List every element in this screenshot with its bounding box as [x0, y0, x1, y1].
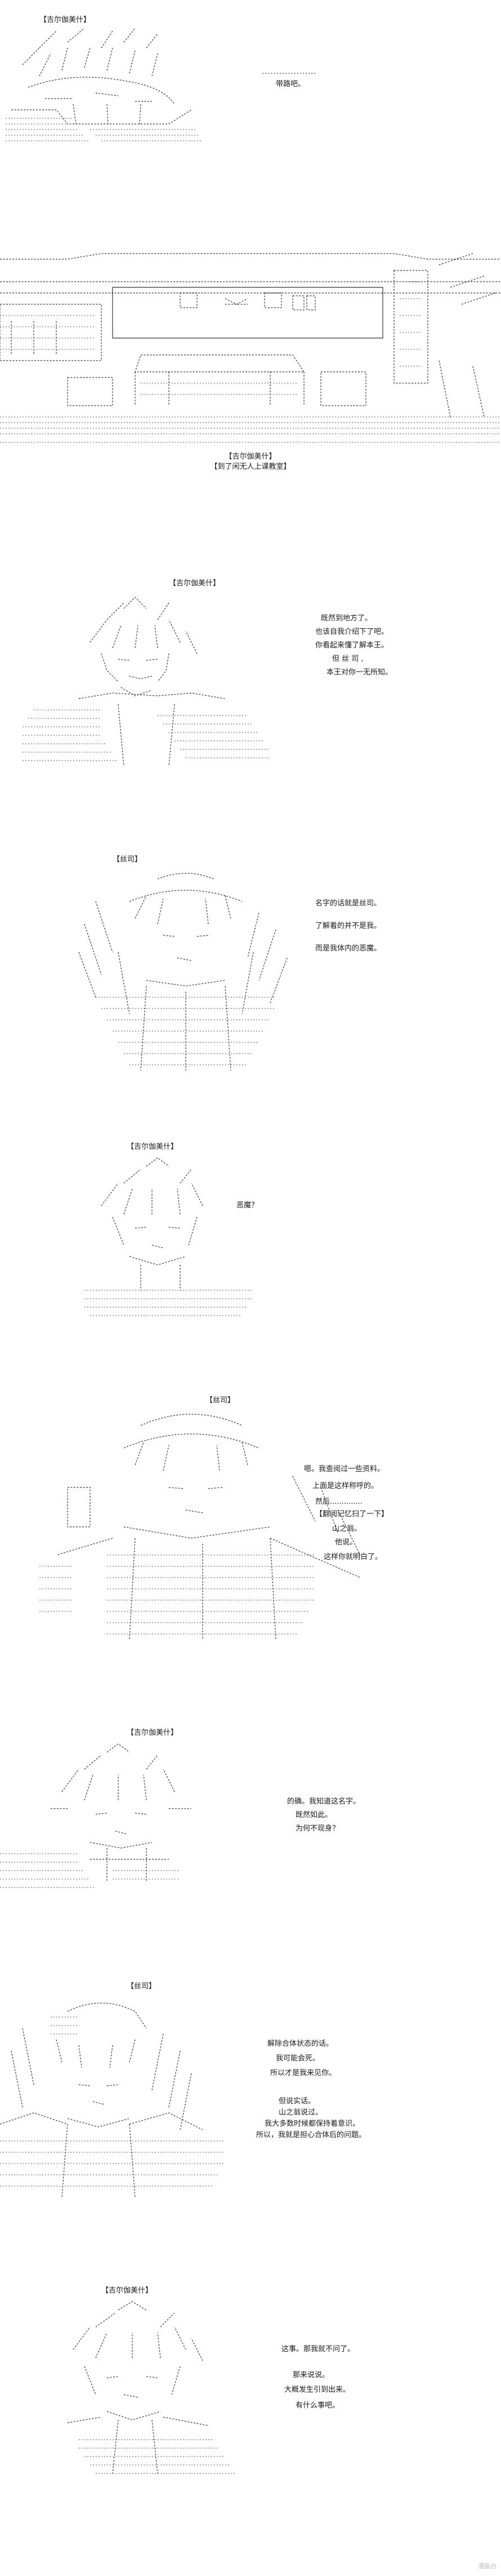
dialogue-line: 大概发生引到出来。: [284, 2386, 351, 2394]
speaker-tag: 【丝司】: [127, 1982, 156, 1991]
dialogue-line: 这事。那我就不问了。: [281, 2345, 355, 2353]
character-art-gilgamesh: [0, 1743, 248, 1904]
dialogue-panel: 【丝司】 嗯。我查阅过一些资料。 上面是这样称呼的。 然后...........…: [0, 1392, 501, 1651]
dialogue-line: 你看起来懂了解本王。: [315, 641, 389, 650]
character-art-sishi: [23, 1409, 383, 1645]
dialogue-panel: 【丝司】 解除合体状态的话。 我可能会死。 所以才是我来见你。 但说实话。 山之…: [0, 1978, 501, 2214]
dialogue-line: 而是我体内的恶魔。: [315, 944, 382, 953]
scene-caption-line: 【到了闲无人上课教室】: [210, 463, 291, 471]
dialogue-line: 【翻阅记忆扫了一下】: [315, 1510, 389, 1518]
character-art-sishi: [0, 1995, 248, 2198]
scene-intro: 【吉尔伽美什】 ................... 带路吧。: [0, 0, 501, 146]
dialogue-line: 他说。: [335, 1538, 357, 1547]
dialogue-line: 名字的话就是丝司。: [315, 899, 382, 908]
speaker-tag: 【吉尔伽美什】: [101, 2286, 153, 2295]
dialogue-line: 恶魔？: [236, 1201, 259, 1210]
speaker-tag: 【吉尔伽美什】: [127, 1729, 178, 1737]
dialogue-line: 也该自我介绍下了吧。: [315, 628, 389, 636]
dialogue-line: 我大多数时候都保持着意识。: [265, 2120, 360, 2128]
speaker-tag: 【吉尔伽美什】: [169, 579, 221, 588]
dialogue-line: 了解着的并不是我。: [315, 922, 382, 930]
dialogue-panel: 【丝司】 名字的话就是丝司。 了解着的并不是我。 而是我体内的恶魔。: [0, 851, 501, 1087]
site-watermark: 漫画台: [478, 2562, 496, 2570]
dialogue-line: 嗯。我查阅过一些资料。: [304, 1465, 385, 1473]
character-art-gilgamesh: [23, 597, 270, 767]
dialogue-panel: 【吉尔伽美什】 这事。那我就不问了。 那来说说。 大概发生引到出来。 有什么事吧…: [0, 2282, 501, 2552]
dialogue-line: 但 丝 司 ,: [332, 655, 364, 663]
dialogue-line: 的确。我知道这名字。: [287, 1797, 361, 1806]
dialogue-panel: 【吉尔伽美什】 的确。我知道这名字。 既然如此。 为何不现身？: [0, 1724, 501, 1916]
dialogue-line: 本王对你一无所知。: [326, 668, 393, 677]
character-art-gilgamesh-back: [6, 25, 208, 144]
dialogue-panel: 【吉尔伽美什】 恶魔？: [0, 1138, 501, 1341]
speaker-tag: 【丝司】: [205, 1396, 235, 1405]
dialogue-line: 所以，我就是担心合体后的问题。: [256, 2131, 366, 2139]
dialogue-line: 解除合体状态的话。: [267, 2040, 334, 2048]
dialogue-line: 有什么事吧。: [296, 2401, 340, 2410]
scene-caption-speaker: 【吉尔伽美什】: [225, 452, 276, 461]
speaker-tag: 【丝司】: [113, 855, 142, 864]
scene-classroom: 【吉尔伽美什】 【到了闲无人上课教室】: [0, 248, 501, 485]
dialogue-line: 但说实话。: [279, 2097, 316, 2106]
dialogue-line: 上面是这样称呼的。: [312, 1482, 379, 1490]
speaker-tag: 【吉尔伽美什】: [127, 1143, 178, 1151]
dialogue-line: 所以才是我来见你。: [270, 2069, 337, 2077]
dialogue-panel: 【吉尔伽美什】 既然到地方了。 也该自我介绍下了吧。 你看起来懂了解本王。 但 …: [0, 575, 501, 800]
character-art-gilgamesh: [39, 1157, 276, 1318]
dialogue-line: 山之翁。: [332, 1525, 362, 1533]
dialogue-line: 为何不现身？: [296, 1824, 340, 1833]
dialogue-line: 山之翁说过。: [279, 2108, 323, 2117]
dialogue-line: 带路吧。: [276, 80, 306, 88]
character-art-gilgamesh: [23, 2301, 270, 2474]
dialogue-line: 这样你就明白了。: [324, 1553, 383, 1561]
character-art-sishi: [62, 868, 310, 1071]
classroom-art: [0, 248, 501, 456]
dialogue-line: 我可能会死。: [276, 2054, 320, 2063]
ellipsis-text: ...................: [262, 68, 317, 76]
dialogue-line: 既然到地方了。: [321, 614, 373, 623]
dialogue-line: 既然如此。: [296, 1811, 333, 1819]
dialogue-line: 那来说说。: [293, 2371, 330, 2379]
dialogue-line: 然后..............: [315, 1498, 363, 1506]
speaker-tag: 【吉尔伽美什】: [39, 16, 91, 24]
